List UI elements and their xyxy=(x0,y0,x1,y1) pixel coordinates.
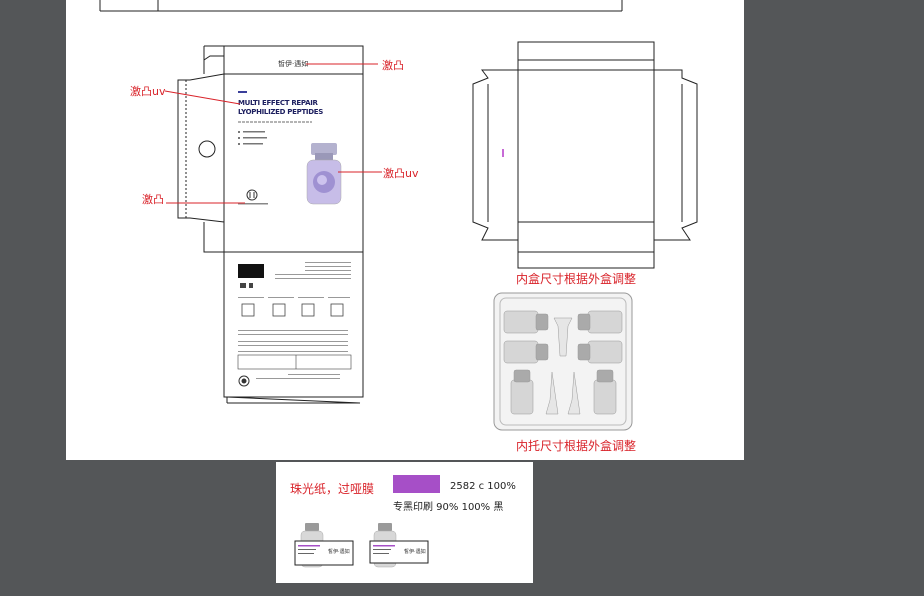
annotation-emboss-bottom: 激凸 xyxy=(142,193,164,206)
outer-box-dieline xyxy=(177,45,364,404)
table-remnant xyxy=(99,0,623,12)
accent-bar xyxy=(238,91,247,93)
color-swatch xyxy=(393,475,440,493)
product-title-1: MULTI EFFECT REPAIR xyxy=(238,99,318,107)
inner-tray xyxy=(493,292,633,431)
annotation-emboss-top: 激凸 xyxy=(382,59,404,72)
paper-label: 珠光纸，过哑膜 xyxy=(290,482,375,496)
inner-box-dieline xyxy=(472,41,698,269)
annotation-emboss-uv-right: 激凸uv xyxy=(383,167,419,180)
annotation-emboss-uv-left: 激凸uv xyxy=(130,85,166,98)
pantone-value: 2582 c 100% xyxy=(450,481,516,492)
front-small-text xyxy=(238,121,312,205)
inner-box-note: 内盒尺寸根据外盒调整 xyxy=(516,272,637,286)
black-print-value: 专黑印刷 90% 100% 黑 xyxy=(393,502,504,513)
vial-image xyxy=(306,143,342,205)
mini-label-2: 皙伊·遇如 xyxy=(404,549,426,555)
mini-label-1: 皙伊·遇如 xyxy=(328,549,350,555)
brand-line: 皙伊·遇如 xyxy=(278,60,309,68)
inner-tray-note: 内托尺寸根据外盒调整 xyxy=(516,439,637,453)
annotation-lines xyxy=(164,63,382,204)
back-panel-content xyxy=(237,262,352,387)
product-title-2: LYOPHILIZED PEPTIDES xyxy=(238,108,323,116)
